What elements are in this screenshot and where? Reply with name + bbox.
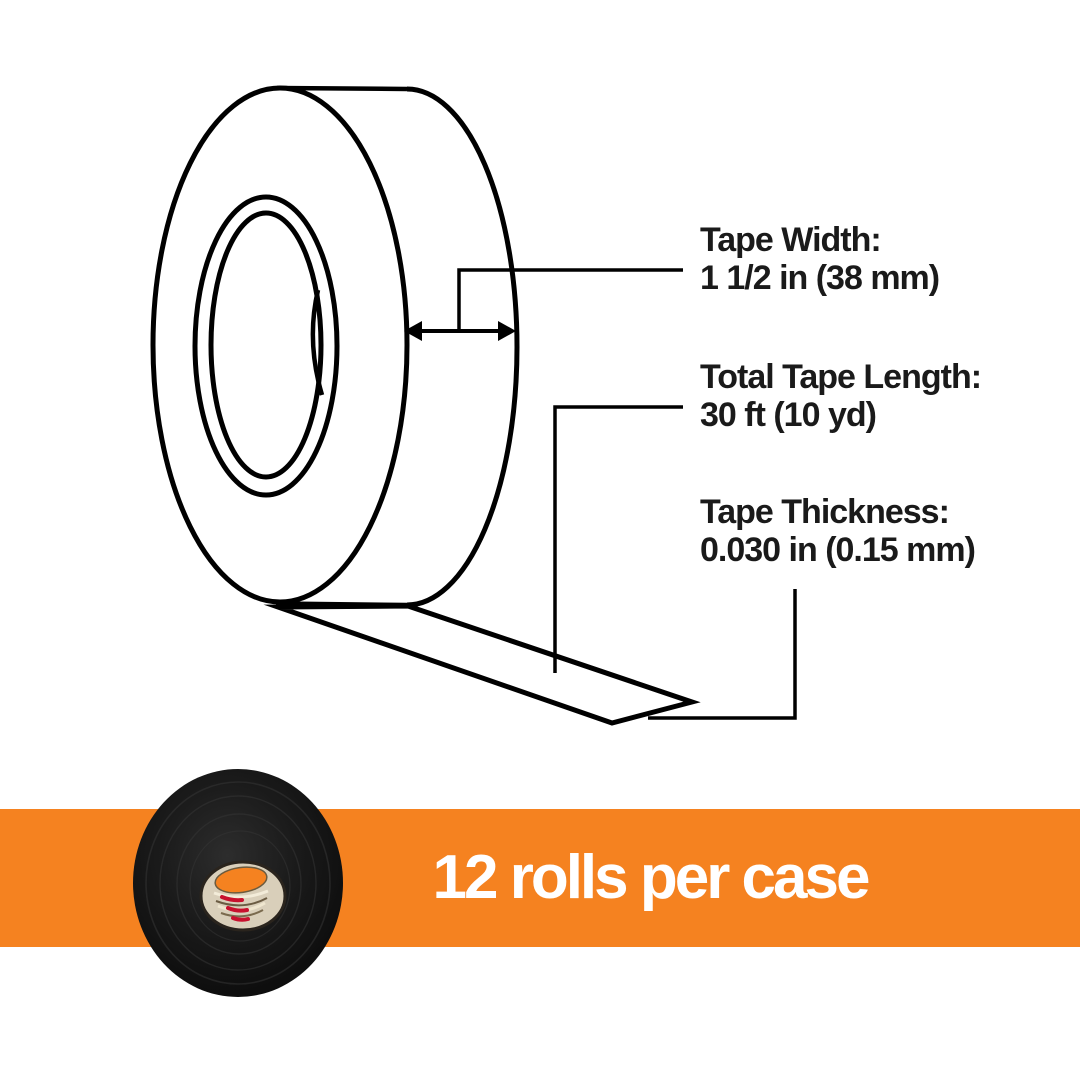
callout-label: Total Tape Length: bbox=[700, 358, 982, 396]
arrowhead-left bbox=[404, 321, 422, 341]
thickness-callout-line bbox=[648, 589, 797, 720]
tape-thickness-callout: Tape Thickness: 0.030 in (0.15 mm) bbox=[700, 493, 976, 569]
width-callout-line bbox=[457, 268, 683, 331]
roll-photo-liner-marks bbox=[220, 895, 250, 922]
callout-value: 1 1/2 in (38 mm) bbox=[700, 259, 940, 297]
callout-value: 30 ft (10 yd) bbox=[700, 396, 877, 434]
callout-value: 0.030 in (0.15 mm) bbox=[700, 531, 976, 569]
roll-photo-rings bbox=[145, 781, 331, 985]
banner-text: 12 rolls per case bbox=[432, 843, 871, 912]
roll-core-inner-ellipse bbox=[208, 210, 324, 480]
tape-width-callout: Tape Width: 1 1/2 in (38 mm) bbox=[700, 221, 940, 297]
roll-photo-hole bbox=[214, 866, 268, 894]
arrowhead-right bbox=[498, 321, 516, 341]
length-callout-line bbox=[553, 405, 683, 673]
callout-label: Tape Thickness: bbox=[700, 493, 950, 531]
callout-label: Tape Width: bbox=[700, 221, 882, 259]
tape-strip bbox=[263, 603, 701, 726]
roll-body bbox=[150, 85, 520, 608]
total-tape-length-callout: Total Tape Length: 30 ft (10 yd) bbox=[700, 358, 982, 434]
width-dimension-arrow bbox=[404, 268, 683, 341]
tape-roll-photo bbox=[133, 769, 343, 997]
core-hole-far-wall bbox=[310, 289, 325, 396]
